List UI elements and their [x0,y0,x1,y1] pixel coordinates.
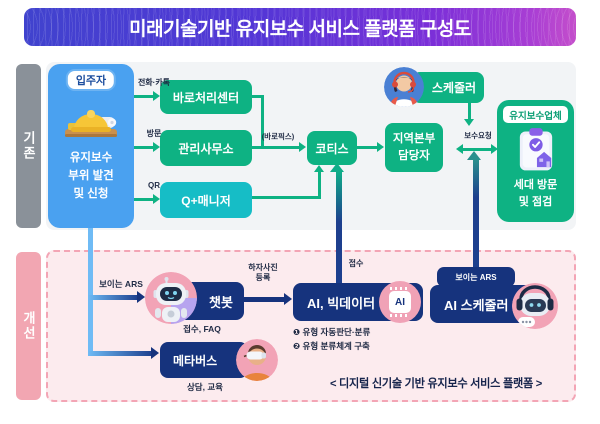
improved-section-bar: 개선 [16,252,41,400]
arrow-resident-to-qmanager [134,198,154,201]
existing-section-bar: 기존 [16,64,41,228]
cotis-box: 코티스 [307,131,357,165]
arrow-ai-to-cotis [336,172,342,283]
management-office-box: 관리사무소 [160,130,252,166]
maintenance-desc-line: 세대 방문 [513,179,558,191]
arrowhead [299,142,306,152]
resident-desc-line: 유지보수 [69,152,113,164]
resident-desc-line: 및 신청 [73,187,109,200]
arrow-cotis-to-regional [357,146,378,149]
resident-description: 유지보수 부위 발견 및 신청 [48,150,134,203]
connector-qmanager-right [252,196,321,199]
defect-photo-label: 하자사진 등록 [240,263,286,283]
metaverse-sub-label: 상담, 교육 [186,382,223,392]
channel-label-visit: 방문 [146,129,162,138]
channel-label-phone: 전화·카톡 [137,78,171,87]
page-title: 미래기술기반 유지보수 서비스 플랫폼 구성도 [129,18,471,40]
quick-processing-center-box: 바로처리센터 [160,80,252,114]
ai-note-2: ❷ 유형 분류체계 구축 [293,341,370,351]
ai-chip-icon: AI [379,281,421,323]
regional-manager-line: 지역본부 [392,133,436,146]
arrow-resident-to-quickcenter [134,95,154,98]
ai-note-1: ❶ 유형 자동판단·분류 [293,327,371,337]
connector-resident-down [88,228,93,356]
hard-hat-icon [62,98,120,142]
connector-qmanager-up [318,172,321,199]
arrowhead [151,347,159,359]
arrow-chatbot-to-ai [244,297,285,302]
maintenance-company-box: 유지보수업체 세대 방문 및 점검 [497,100,574,222]
maintenance-desc-line: 및 점검 [518,195,553,208]
resident-badge: 입주자 [65,69,117,91]
ai-robot-headset-icon [512,283,558,329]
barofix-label: (바로픽스) [261,132,295,141]
chatbot-robot-icon [145,272,197,324]
resident-box: 입주자 유지보수 부위 발견 및 신청 [48,64,134,228]
chatbot-sub-label: 접수, FAQ [183,324,221,334]
connector-quickcenter-down [261,95,264,148]
arrowhead [153,194,160,204]
q-manager-box: Q+매니저 [160,182,252,218]
scheduler-box: 스케줄러 [412,72,484,103]
arrowhead [330,163,344,172]
arrowhead [491,144,498,154]
clipboard-check-icon [517,126,555,173]
arrow-resident-to-office [134,146,154,149]
regional-manager-box: 지역본부 담당자 [385,123,443,172]
chip-pins [390,287,410,290]
arrow-to-metaverse [88,351,152,356]
arrow-office-to-cotis [252,146,299,149]
platform-caption: < 디지털 신기술 기반 유지보수 서비스 플랫폼 > [330,378,542,390]
arrowhead [467,151,481,160]
arrowhead [456,144,463,154]
repair-request-label: 보수요청 [464,131,492,140]
arrow-scheduler-down [468,103,471,120]
headset-agent-icon [384,67,424,107]
defect-photo-line: 하자사진 [248,263,278,272]
visible-ars-label: 보이는 ARS [99,279,143,289]
resident-desc-line: 부위 발견 [68,169,114,182]
regional-manager-line: 담당자 [398,149,430,162]
arrowhead [153,91,160,101]
title-banner: 미래기술기반 유지보수 서비스 플랫폼 구성도 [24,8,576,46]
metaverse-box: 메타버스 [160,342,248,378]
arrowhead [137,291,145,303]
chip-label: AI [389,291,411,313]
arrow-to-chatbot [88,295,138,300]
arrowhead [314,165,324,172]
channel-label-qr: QR [148,181,160,190]
arrowhead [377,142,384,152]
arrowhead [153,142,160,152]
arrow-aischeduler-up [473,160,479,267]
reception-label: 접수 [348,259,364,268]
arrow-regional-company-bidirectional [462,148,492,151]
arrowhead [464,119,474,126]
defect-photo-line: 등록 [255,273,271,282]
vr-headset-icon [236,339,278,381]
ai-scheduler-tab: 보이는 ARS [437,267,515,287]
arrowhead [284,293,292,305]
maintenance-company-badge: 유지보수업체 [503,106,568,123]
chip-pins [390,314,410,317]
connector-quickcenter-elbow [252,95,264,98]
